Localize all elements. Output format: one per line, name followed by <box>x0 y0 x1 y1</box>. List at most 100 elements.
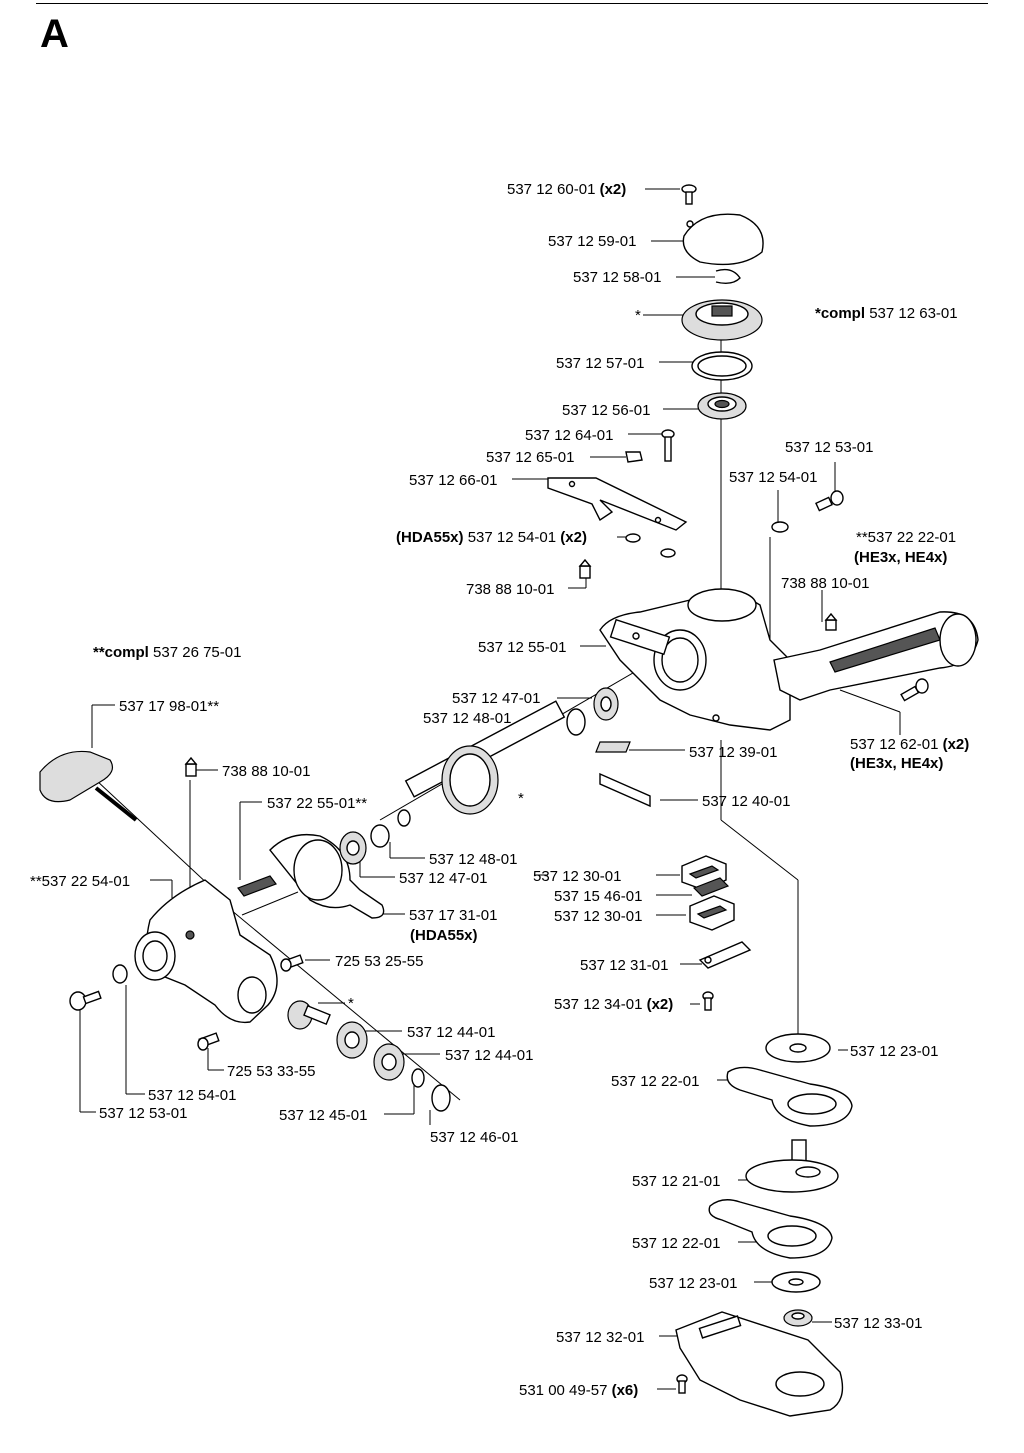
washer-icon <box>771 521 789 533</box>
part-labels: 537 12 60-01 (x2) 537 12 59-01 537 12 58… <box>30 181 969 1399</box>
part-label: 537 12 55-01 <box>478 639 566 656</box>
retaining-ring-icon <box>691 351 753 381</box>
part-label: 537 15 46-01 <box>554 888 642 905</box>
part-label: 537 12 62-01 (x2) <box>850 736 969 753</box>
bearing-icon <box>339 831 367 865</box>
slider-block-icon <box>692 877 730 897</box>
grease-nipple-icon <box>578 558 592 579</box>
part-label: 537 12 44-01 <box>407 1024 495 1041</box>
screw-icon <box>69 990 102 1011</box>
screw-icon <box>681 184 697 205</box>
circlip-icon <box>715 268 741 285</box>
part-shapes <box>39 184 979 1417</box>
bracket-icon <box>547 477 688 531</box>
shim-icon <box>595 741 631 753</box>
part-label: 537 12 47-01 <box>399 870 487 887</box>
part-label: 738 88 10-01 <box>466 581 554 598</box>
part-label: * <box>518 790 524 807</box>
part-label: **537 22 22-01 <box>856 529 956 546</box>
part-label: 537 17 31-01 <box>409 907 497 924</box>
circlip-icon <box>431 1084 451 1112</box>
pinion-shaft-icon <box>397 700 566 827</box>
leader-lines <box>79 188 901 1390</box>
part-label: 537 12 46-01 <box>430 1129 518 1146</box>
part-label: 537 12 48-01 <box>423 710 511 727</box>
part-label: **537 22 54-01 <box>30 873 130 890</box>
part-label: 537 12 40-01 <box>702 793 790 810</box>
handle-icon <box>773 611 979 701</box>
grease-nipple-icon <box>184 756 198 777</box>
part-label: 537 12 53-01 <box>785 439 873 456</box>
screw-icon <box>197 1032 220 1051</box>
part-label: 537 12 57-01 <box>556 355 644 372</box>
part-label: 725 53 25-55 <box>335 953 423 970</box>
part-label: 537 12 33-01 <box>834 1315 922 1332</box>
part-label: 537 12 65-01 <box>486 449 574 466</box>
part-label: 537 12 48-01 <box>429 851 517 868</box>
part-label: 537 12 47-01 <box>452 690 540 707</box>
long-bolt-icon <box>661 429 675 462</box>
part-label: *compl 537 12 63-01 <box>815 305 958 322</box>
washer-icon <box>771 1271 821 1293</box>
part-label: 537 12 66-01 <box>409 472 497 489</box>
part-label: 738 88 10-01 <box>781 575 869 592</box>
part-label: 537 17 98-01** <box>119 698 219 715</box>
bearing-icon <box>697 392 747 420</box>
bearing-icon <box>336 1021 368 1059</box>
part-label: 537 12 31-01 <box>580 957 668 974</box>
part-label: (HDA55x) <box>410 927 478 944</box>
crank-arm-icon <box>726 1066 853 1127</box>
left-housing-icon <box>134 879 278 1024</box>
part-label: 537 12 60-01 (x2) <box>507 181 626 198</box>
part-label: 537 12 39-01 <box>689 744 777 761</box>
circlip-icon <box>370 824 390 848</box>
circlip-icon <box>566 708 586 736</box>
bearing-icon <box>783 1309 813 1327</box>
pinion-icon <box>287 1000 331 1030</box>
section-letter: A <box>40 12 69 56</box>
part-label: (HE3x, HE4x) <box>850 755 943 772</box>
part-label: **compl 537 26 75-01 <box>93 644 241 661</box>
part-label: 537 12 56-01 <box>562 402 650 419</box>
washer-icon <box>112 964 128 984</box>
part-label: 738 88 10-01 <box>222 763 310 780</box>
washer-icon <box>765 1033 831 1063</box>
part-label: 537 12 53-01 <box>99 1105 187 1122</box>
part-label: 537 12 32-01 <box>556 1329 644 1346</box>
crank-arm-icon <box>708 1199 833 1259</box>
screw-icon <box>280 954 304 972</box>
screw-icon <box>900 678 929 702</box>
part-label: (HE3x, HE4x) <box>854 549 947 566</box>
grease-nipple-icon <box>824 612 838 631</box>
part-label: 537 12 54-01 <box>148 1087 236 1104</box>
part-label: * <box>348 995 354 1012</box>
part-label: 537 12 23-01 <box>850 1043 938 1060</box>
nut-icon <box>625 451 643 463</box>
bearing-icon <box>373 1043 405 1081</box>
part-label: 537 12 22-01 <box>632 1235 720 1252</box>
screw-icon <box>815 490 844 512</box>
rubber-strip-icon <box>237 875 277 897</box>
link-plate-icon <box>698 941 752 969</box>
washer-icon <box>660 548 676 558</box>
part-label: 537 12 58-01 <box>573 269 661 286</box>
part-label: 537 12 44-01 <box>445 1047 533 1064</box>
part-label: 725 53 33-55 <box>227 1063 315 1080</box>
circlip-icon <box>411 1068 425 1088</box>
washer-icon <box>625 533 641 543</box>
screw-icon <box>702 991 714 1011</box>
part-label: * <box>635 307 641 324</box>
part-label: 537 12 59-01 <box>548 233 636 250</box>
part-label: 537 12 45-01 <box>279 1107 367 1124</box>
part-label: 531 00 49-57 (x6) <box>519 1382 638 1399</box>
bevel-gear-icon <box>681 299 763 341</box>
bearing-icon <box>593 687 619 721</box>
knob-screw-icon <box>39 750 138 822</box>
cover-plate-icon <box>682 213 764 266</box>
part-label: 537 12 30-01 <box>554 908 642 925</box>
part-label: 537 12 30-01 <box>533 868 621 885</box>
gear-cover-icon <box>675 1311 844 1417</box>
top-rule <box>36 3 988 4</box>
mounting-frame-icon <box>269 833 385 919</box>
